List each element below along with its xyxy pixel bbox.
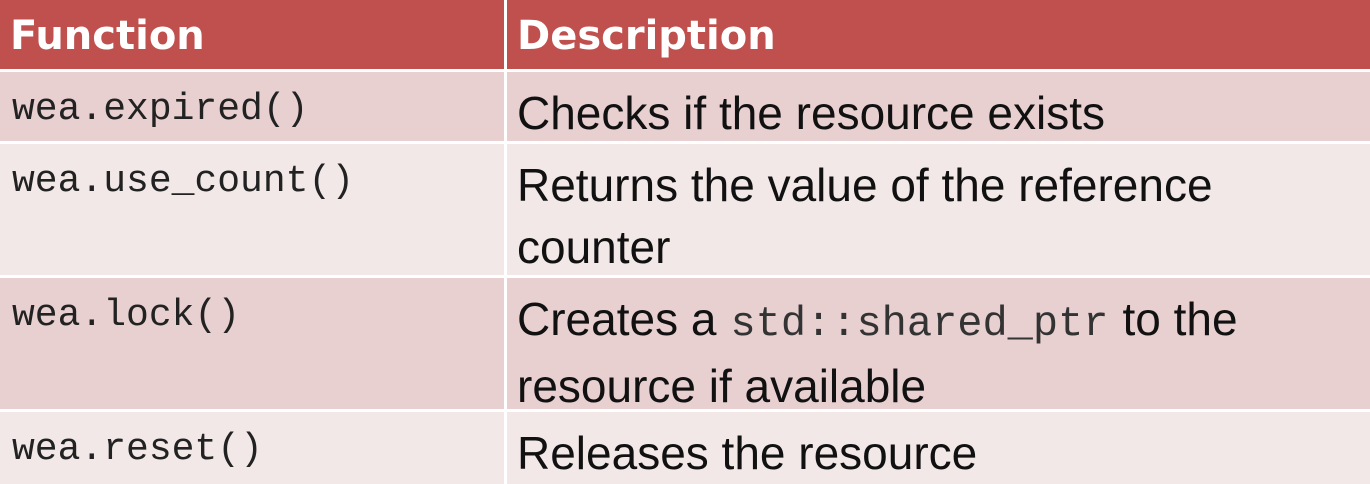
function-use-count: wea.use_count() (0, 144, 507, 278)
function-expired: wea.expired() (0, 72, 507, 144)
description-use-count: Returns the value of the reference count… (507, 144, 1370, 278)
header-function: Function (0, 0, 507, 72)
description-reset: Releases the resource (507, 412, 1370, 484)
description-lock-code: std::shared_ptr (730, 300, 1109, 348)
description-expired: Checks if the resource exists (507, 72, 1370, 144)
function-reset: wea.reset() (0, 412, 507, 484)
header-description: Description (507, 0, 1370, 72)
function-lock: wea.lock() (0, 278, 507, 412)
description-lock-after: to the resource if available (517, 293, 1238, 412)
description-lock-before: Creates a (517, 293, 717, 345)
